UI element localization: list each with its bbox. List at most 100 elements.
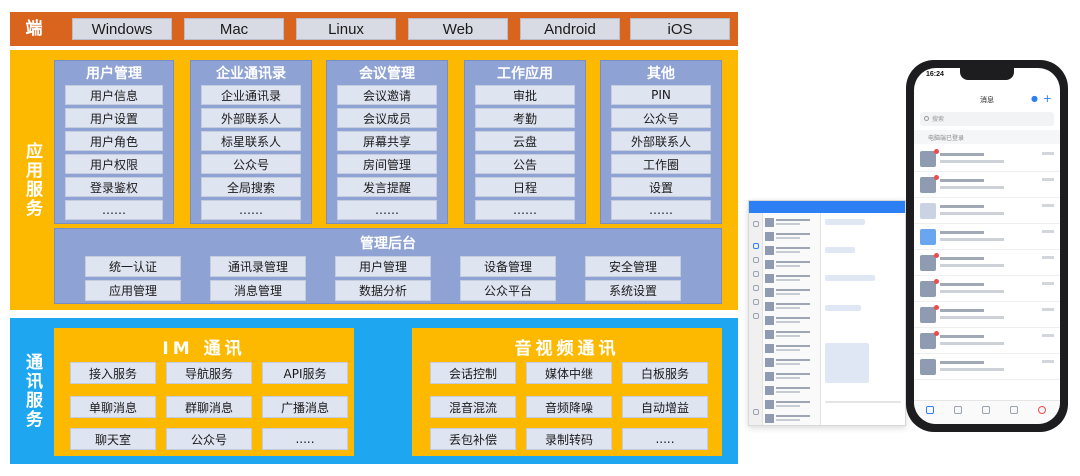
list-item — [765, 301, 819, 312]
admin-item: 系统设置 — [585, 280, 681, 301]
conversation-row[interactable] — [914, 250, 1060, 276]
message-bubble — [825, 275, 875, 281]
module-item: 日程 — [475, 177, 575, 197]
message-bubble — [825, 247, 855, 253]
platform-ios: iOS — [630, 18, 730, 40]
admin-item: 数据分析 — [335, 280, 431, 301]
chat-icon — [753, 243, 759, 249]
conversation-row[interactable] — [914, 198, 1060, 224]
settings-icon — [753, 409, 759, 415]
im-item: 群聊消息 — [166, 396, 252, 418]
add-icon[interactable]: + — [1042, 92, 1052, 105]
app-services-label: 应用服务 — [10, 50, 54, 310]
module-item: 用户信息 — [65, 85, 163, 105]
module-item: 外部联系人 — [611, 131, 711, 151]
module-item: …… — [337, 200, 437, 220]
conversation-row[interactable] — [914, 276, 1060, 302]
im-item: 公众号 — [166, 428, 252, 450]
comm-services-band: 通讯服务 IM 通讯 接入服务 导航服务 API服务 单聊消息 群聊消息 广播消… — [10, 318, 738, 464]
me-tab-icon[interactable] — [1038, 406, 1046, 414]
platform-web: Web — [408, 18, 508, 40]
list-item — [765, 385, 819, 396]
desktop-nav-rail — [749, 213, 763, 425]
work-tab-icon[interactable] — [1010, 406, 1018, 414]
apps-icon — [753, 285, 759, 291]
message-card — [825, 343, 869, 383]
list-item — [765, 245, 819, 256]
av-item: 白板服务 — [622, 362, 708, 384]
im-item: 导航服务 — [166, 362, 252, 384]
admin-item: 用户管理 — [335, 256, 431, 277]
module-item: 云盘 — [475, 131, 575, 151]
module-title: 会议管理 — [359, 66, 415, 82]
admin-item: 公众平台 — [460, 280, 556, 301]
av-item: 丢包补偿 — [430, 428, 516, 450]
conversation-row[interactable] — [914, 354, 1060, 380]
conversation-row[interactable] — [914, 172, 1060, 198]
conversation-row[interactable] — [914, 146, 1060, 172]
module-item: 登录鉴权 — [65, 177, 163, 197]
module-item: 审批 — [475, 85, 575, 105]
list-item — [765, 329, 819, 340]
module-item: 设置 — [611, 177, 711, 197]
messages-tab-icon[interactable] — [926, 406, 934, 414]
conversation-row[interactable] — [914, 224, 1060, 250]
module-item: 会议邀请 — [337, 85, 437, 105]
contacts-icon — [753, 257, 759, 263]
module-item: …… — [475, 200, 575, 220]
module-item: …… — [201, 200, 301, 220]
platform-mac: Mac — [184, 18, 284, 40]
list-item — [765, 343, 819, 354]
desktop-client-screenshot — [748, 200, 906, 426]
list-item — [765, 231, 819, 242]
platform-band-label: 端 — [25, 19, 43, 39]
search-icon — [924, 116, 929, 121]
av-item: 自动增益 — [622, 396, 708, 418]
admin-item: 应用管理 — [85, 280, 181, 301]
list-item — [765, 371, 819, 382]
module-title: 用户管理 — [86, 66, 142, 82]
phone-search-bar[interactable]: 搜索 — [920, 112, 1054, 126]
admin-item: 消息管理 — [210, 280, 306, 301]
contacts-tab-icon[interactable] — [982, 406, 990, 414]
av-item: ..... — [622, 428, 708, 450]
message-bubble — [825, 219, 865, 225]
desktop-conversation-list — [763, 213, 821, 425]
conversation-row[interactable] — [914, 302, 1060, 328]
conversation-row[interactable] — [914, 328, 1060, 354]
meeting-icon — [753, 299, 759, 305]
im-item: 聊天室 — [70, 428, 156, 450]
phone-screen: 16:24 消息 ● + 搜索 电脑端已登录 — [914, 68, 1060, 424]
module-other: 其他 PIN 公众号 外部联系人 工作圈 设置 …… — [600, 60, 722, 224]
platform-windows: Windows — [72, 18, 172, 40]
phone-search-placeholder: 搜索 — [932, 116, 945, 123]
message-bubble — [825, 305, 861, 311]
desktop-login-notice[interactable]: 电脑端已登录 — [914, 130, 1060, 144]
module-item: 公告 — [475, 154, 575, 174]
av-block: 音视频通讯 会话控制 媒体中继 白板服务 混音混流 音频降噪 自动增益 丢包补偿… — [412, 328, 722, 456]
mobile-phone: 16:24 消息 ● + 搜索 电脑端已登录 — [906, 60, 1068, 432]
module-user-management: 用户管理 用户信息 用户设置 用户角色 用户权限 登录鉴权 …… — [54, 60, 174, 224]
phone-tab-bar — [914, 400, 1060, 424]
platform-linux: Linux — [296, 18, 396, 40]
module-item: …… — [611, 200, 711, 220]
module-item: …… — [65, 200, 163, 220]
module-title: 工作应用 — [497, 66, 553, 82]
app-services-band: 应用服务 用户管理 用户信息 用户设置 用户角色 用户权限 登录鉴权 …… 企业… — [10, 50, 738, 310]
admin-item: 通讯录管理 — [210, 256, 306, 277]
mic-icon[interactable]: ● — [1031, 94, 1038, 103]
avatar-icon — [753, 221, 759, 227]
module-item: 屏幕共享 — [337, 131, 437, 151]
av-item: 音频降噪 — [526, 396, 612, 418]
av-item: 媒体中继 — [526, 362, 612, 384]
desktop-login-notice-text: 电脑端已登录 — [928, 135, 965, 142]
phone-notch — [960, 68, 1014, 80]
comm-services-label: 通讯服务 — [10, 318, 54, 464]
desktop-titlebar — [749, 201, 905, 213]
module-item: 公众号 — [201, 154, 301, 174]
pin-tab-icon[interactable] — [954, 406, 962, 414]
desktop-chat-pane — [821, 213, 905, 425]
list-item — [765, 399, 819, 410]
app-services-label-text: 应用服务 — [22, 142, 42, 218]
admin-item: 统一认证 — [85, 256, 181, 277]
